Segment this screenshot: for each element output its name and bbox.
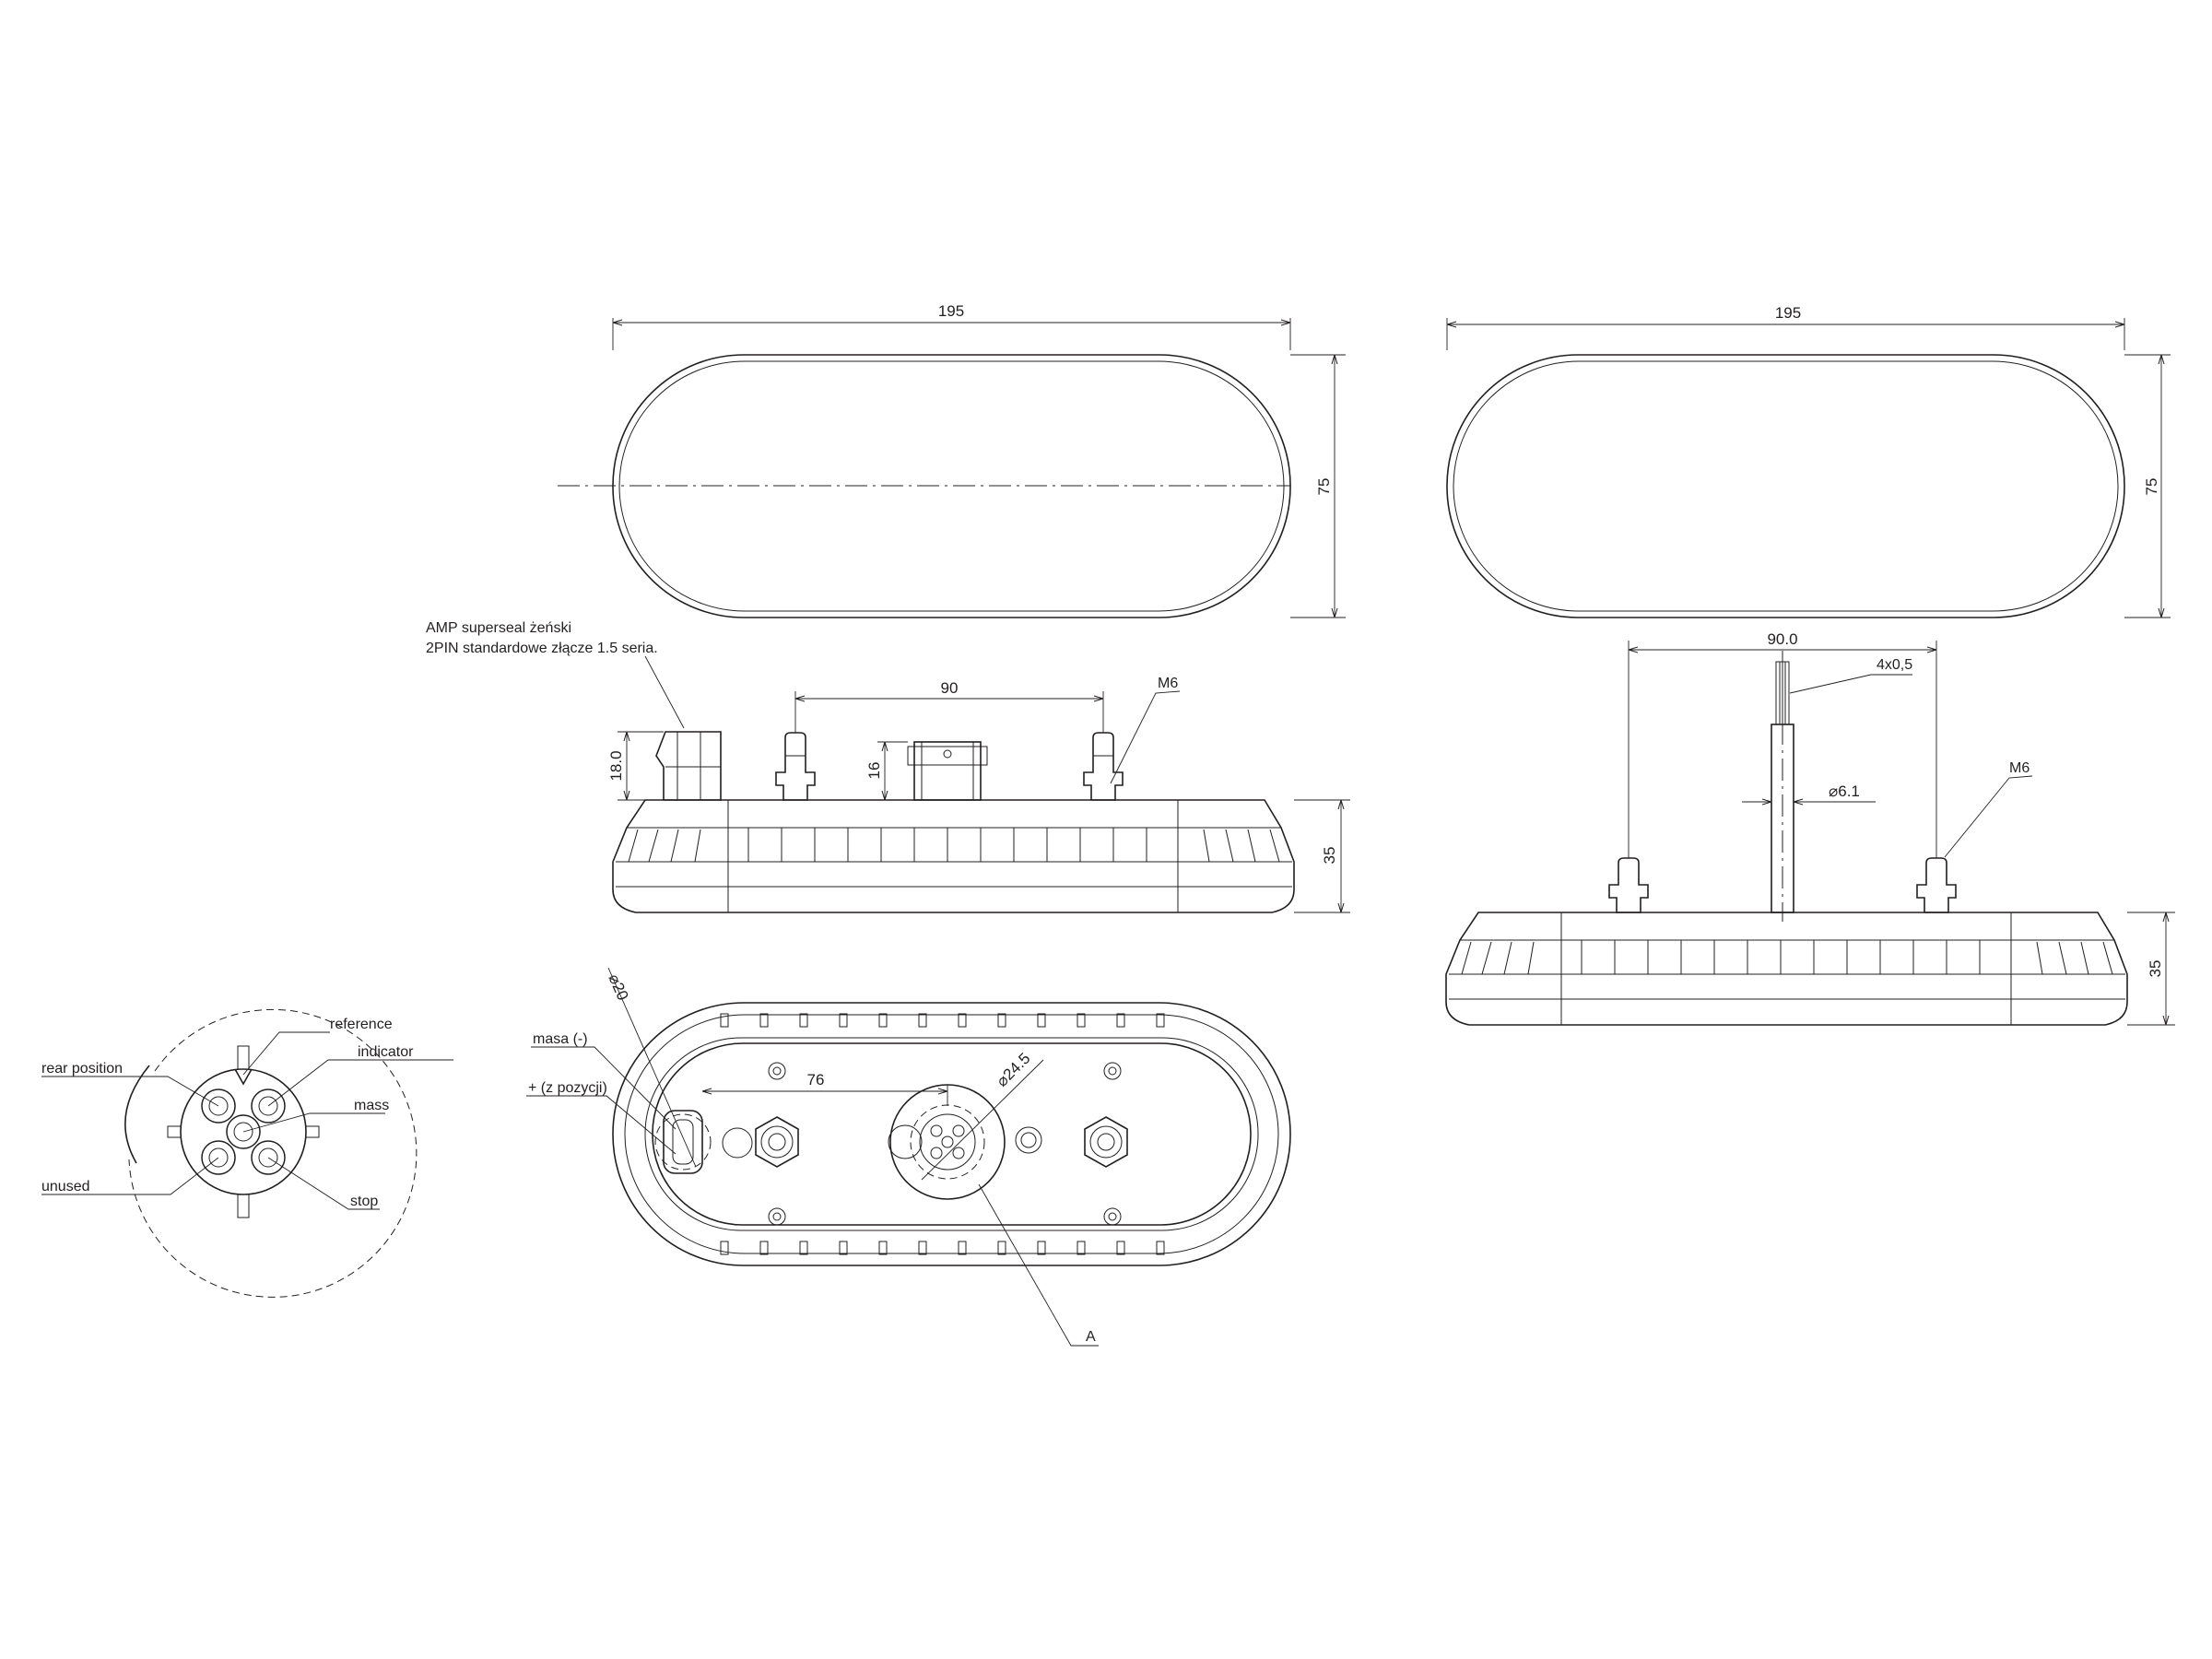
label-masa: masa (-) [533, 1031, 588, 1047]
label-amp-line2: 2PIN standardowe złącze 1.5 seria. [426, 641, 658, 656]
dim-side-right-cable: ⌀6.1 [1829, 782, 1860, 800]
dim-front-right-width: 195 [1775, 304, 1801, 322]
stud-nut-left [755, 1116, 799, 1168]
label-amp-line1: AMP superseal żeński [426, 620, 571, 636]
dim-front-left-height: 75 [1315, 478, 1333, 496]
dim-front-left-width: 195 [938, 302, 964, 320]
front-view-left: 195 75 [558, 302, 1346, 618]
dim-back-spacing: 76 [807, 1071, 825, 1088]
pinout-detail: reference indicator mass rear position u… [41, 1008, 453, 1298]
stud-nut-right [1084, 1116, 1128, 1168]
side-view-right: 90.0 ⌀6.1 4x0,5 M6 35 [1445, 630, 2175, 1026]
label-indicator: indicator [358, 1044, 414, 1060]
back-view: 76 ⌀20 ⌀24.5 masa (-) + (z pozycji) A [526, 967, 1291, 1347]
label-reference: reference [330, 1017, 393, 1032]
label-pozycji: + (z pozycji) [528, 1080, 607, 1096]
front-view-right: 195 75 [1446, 304, 2171, 618]
label-stop: stop [350, 1194, 378, 1209]
dim-side-left-body: 35 [1321, 847, 1338, 865]
ribs-left [628, 828, 1280, 863]
dim-back-hole: ⌀20 [605, 971, 631, 1003]
dim-side-left-spacing: 90 [941, 679, 959, 697]
back-tabs [720, 1013, 1165, 1255]
label-unused: unused [41, 1179, 90, 1194]
dim-side-right-spacing: 90.0 [1767, 630, 1797, 648]
dim-side-left-connector: 18.0 [607, 750, 625, 781]
dim-side-right-body: 35 [2147, 960, 2164, 978]
dim-front-right-height: 75 [2143, 478, 2160, 496]
label-m6-left: M6 [1158, 676, 1178, 691]
side-view-left: 90 18.0 16 35 AMP superseal żeński 2PIN … [426, 620, 1350, 913]
label-mass: mass [354, 1098, 389, 1113]
dim-side-left-plug: 16 [865, 762, 883, 780]
dim-side-right-wires: 4x0,5 [1877, 657, 1912, 673]
ribs-right [1461, 940, 2113, 975]
label-detail-a: A [1086, 1329, 1096, 1345]
label-rear-position: rear position [41, 1061, 123, 1077]
dim-back-socket: ⌀24.5 [993, 1050, 1033, 1090]
label-m6-right: M6 [2009, 760, 2030, 776]
